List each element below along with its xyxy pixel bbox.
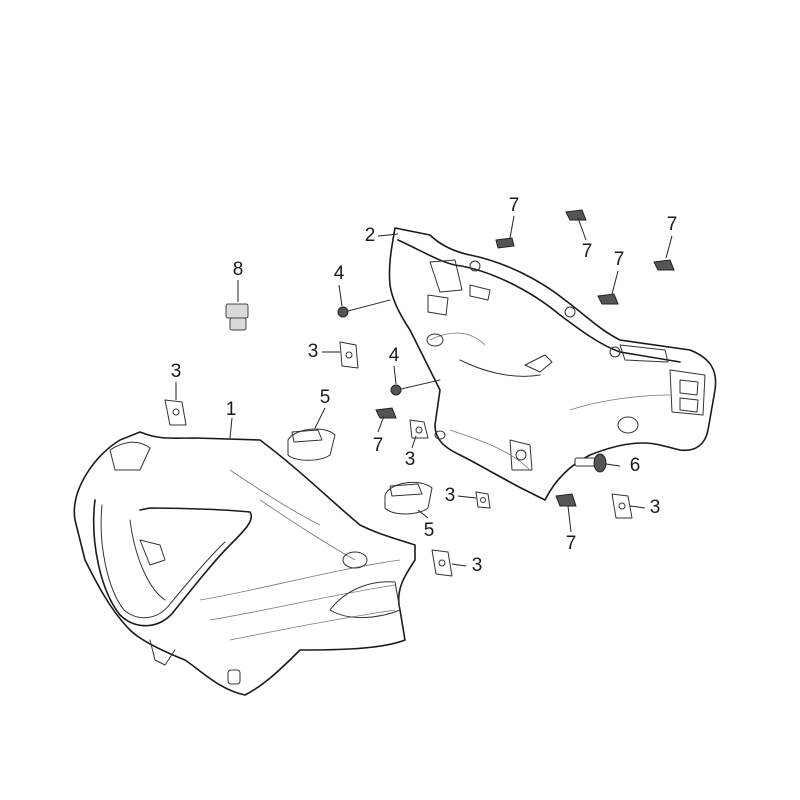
callout-labels: 1 2 3 3 3 3 3 3 4 4 5 5 6 7 7 7 7 7 7 8 xyxy=(171,195,678,576)
callout-7-d: 7 xyxy=(667,214,678,235)
clip-part-3-f xyxy=(431,549,453,577)
front-handlebar-cover xyxy=(73,431,416,696)
callout-4-b: 4 xyxy=(389,345,400,366)
callout-3-d: 3 xyxy=(445,485,456,506)
screw-part-7-b xyxy=(565,209,587,221)
clip-part-3-b xyxy=(339,341,359,369)
callout-3-e: 3 xyxy=(650,497,661,518)
callout-7-e: 7 xyxy=(373,435,384,456)
callout-5-b: 5 xyxy=(424,520,435,541)
screw-part-7-a xyxy=(495,237,515,249)
callout-4-a: 4 xyxy=(334,263,345,284)
callout-2: 2 xyxy=(365,225,376,246)
callout-6: 6 xyxy=(630,455,641,476)
screw-part-7-d xyxy=(653,259,675,271)
callout-7-b: 7 xyxy=(582,241,593,262)
screw-part-7-c xyxy=(597,293,619,305)
callout-3-c: 3 xyxy=(405,449,416,470)
callout-3-f: 3 xyxy=(472,555,483,576)
grommet-part-5-b xyxy=(384,481,433,515)
callout-7-a: 7 xyxy=(509,195,520,216)
leader-lines xyxy=(175,215,673,567)
callout-7-f: 7 xyxy=(566,533,577,554)
callout-7-c: 7 xyxy=(614,249,625,270)
screw-part-7-e xyxy=(375,407,397,419)
callout-8: 8 xyxy=(233,259,244,280)
clip-part-3-c xyxy=(409,419,429,439)
rear-handlebar-cover xyxy=(388,227,717,501)
screw-part-7-f xyxy=(555,493,577,507)
callout-5-a: 5 xyxy=(320,387,331,408)
grommet-part-5-a xyxy=(287,428,336,461)
callout-1: 1 xyxy=(226,399,237,420)
callout-3-b: 3 xyxy=(308,341,319,362)
clip-part-3-d xyxy=(475,491,491,509)
callout-3-a: 3 xyxy=(171,361,182,382)
clip-part-3-e xyxy=(611,493,633,519)
rubber-bush-part-8 xyxy=(225,303,249,331)
clip-part-3-a xyxy=(164,399,187,426)
screw-part-4-b xyxy=(390,379,441,396)
screw-part-4-a xyxy=(337,299,391,318)
bolt-part-6 xyxy=(574,453,607,473)
